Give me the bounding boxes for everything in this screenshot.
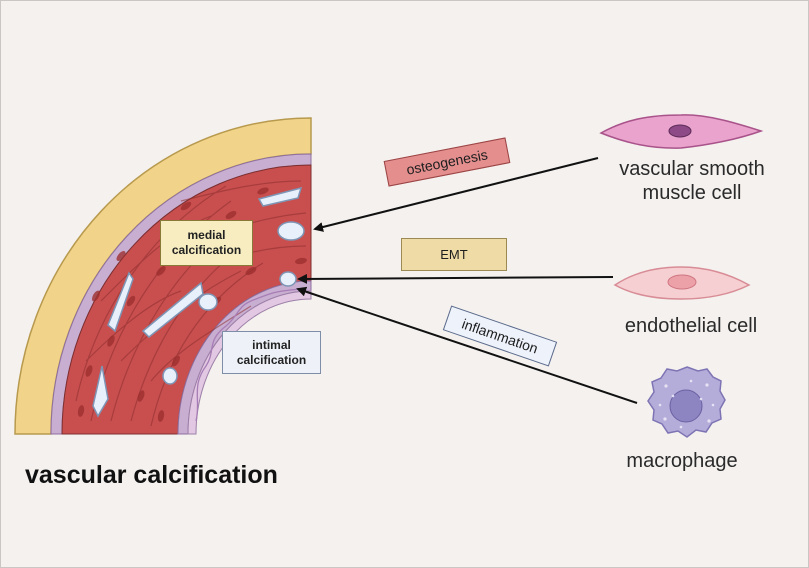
arrow-osteogenesis [313, 157, 599, 232]
calcium-deposit [92, 365, 109, 418]
calcium-deposit [279, 271, 297, 287]
emt-label: EMT [401, 238, 507, 271]
intimal-wavy-line [195, 288, 302, 422]
tunica-intima [187, 290, 312, 435]
intimal-calcification-label: intimal calcification [222, 331, 321, 374]
calcium-deposit [162, 367, 178, 385]
vsmc-label-line1: vascular smooth [619, 158, 765, 180]
macrophage-cell-icon [647, 366, 726, 438]
intimal-label-line1: intimal [252, 337, 291, 352]
vsmc-cell-icon [599, 114, 764, 149]
calcium-deposit [107, 271, 134, 333]
figure-title: vascular calcification [25, 461, 278, 489]
medial-label-line1: medial [187, 228, 226, 242]
calcium-deposits [92, 186, 305, 418]
macrophage-label: macrophage [626, 450, 738, 472]
vsmc-label-line2: muscle cell [642, 182, 742, 204]
vsmc-label: vascular smooth muscle cell [599, 157, 785, 205]
calcium-deposit [141, 281, 204, 339]
intimal-label-line2: calcification [236, 352, 307, 367]
arrow-inflammation [296, 286, 638, 404]
endothelial-cell-icon [613, 266, 751, 300]
calcium-deposit [198, 293, 218, 311]
medial-label-line2: calcification [171, 243, 242, 257]
calcium-deposit [257, 186, 303, 207]
endothelial-label: endothelial cell [624, 315, 758, 337]
calcium-deposit [277, 221, 305, 241]
arrow-emt [297, 273, 614, 284]
medial-calcification-label: medial calcification [160, 220, 253, 266]
